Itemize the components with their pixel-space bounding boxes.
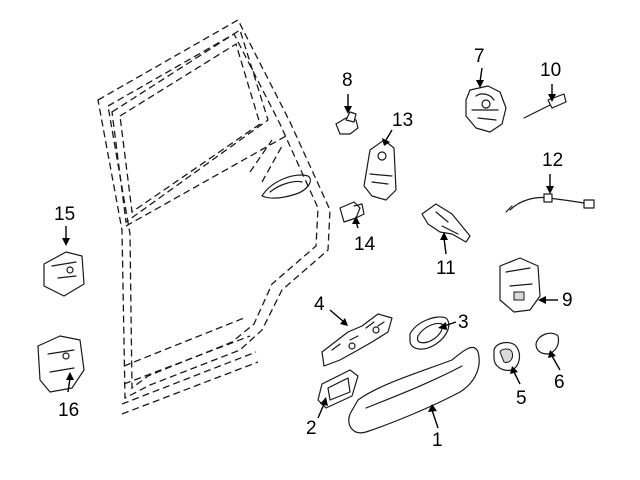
callout-11-label: 11 <box>436 258 456 279</box>
callout-8: 8 <box>342 70 353 114</box>
callout-10: 10 <box>540 60 561 102</box>
door-handle-outline <box>261 174 311 199</box>
part-3-bezel <box>409 316 450 350</box>
callout-12: 12 <box>542 150 563 194</box>
callout-13-label: 13 <box>392 110 413 131</box>
part-4-bracket <box>321 313 393 367</box>
part-14-pin <box>339 201 365 223</box>
part-8-bolt <box>335 111 359 135</box>
callout-15: 15 <box>54 204 75 246</box>
part-16-lower-hinge <box>37 335 85 393</box>
callout-9-label: 9 <box>562 290 573 311</box>
callout-9: 9 <box>538 290 573 311</box>
part-15-upper-hinge <box>43 251 85 297</box>
part-13-striker <box>363 139 397 201</box>
part-12-cable <box>505 193 595 213</box>
part-5-cap <box>493 341 521 371</box>
callout-2-label: 2 <box>306 418 317 439</box>
callout-10-label: 10 <box>540 60 561 81</box>
part-2-gasket <box>317 369 359 409</box>
callout-14-label: 14 <box>354 234 376 255</box>
callout-2: 2 <box>306 397 328 439</box>
callout-14: 14 <box>352 216 376 255</box>
part-7-latch <box>465 85 507 133</box>
part-6-cover <box>535 332 560 355</box>
callout-7-label: 7 <box>474 46 485 67</box>
callout-1-label: 1 <box>432 430 443 451</box>
part-11-bracket <box>421 203 471 243</box>
callout-4: 4 <box>314 294 348 326</box>
callout-16: 16 <box>58 372 79 421</box>
callout-16-label: 16 <box>58 400 79 421</box>
callout-3: 3 <box>438 312 469 333</box>
callout-5-label: 5 <box>516 388 527 409</box>
callout-7: 7 <box>474 46 485 88</box>
callout-6-label: 6 <box>554 372 565 393</box>
callout-12-label: 12 <box>542 150 563 171</box>
callout-5: 5 <box>510 366 527 409</box>
part-9-module <box>499 257 541 313</box>
callout-4-label: 4 <box>314 294 325 315</box>
callout-6: 6 <box>548 350 565 393</box>
rear-door-outline <box>97 19 331 415</box>
part-10-rod <box>523 93 567 119</box>
callout-1: 1 <box>428 404 443 451</box>
callout-11: 11 <box>436 232 456 279</box>
callout-8-label: 8 <box>342 70 353 91</box>
part-1-outside-handle <box>348 346 480 434</box>
callout-13: 13 <box>382 110 413 146</box>
callout-3-label: 3 <box>458 312 469 333</box>
callout-15-label: 15 <box>54 204 75 225</box>
